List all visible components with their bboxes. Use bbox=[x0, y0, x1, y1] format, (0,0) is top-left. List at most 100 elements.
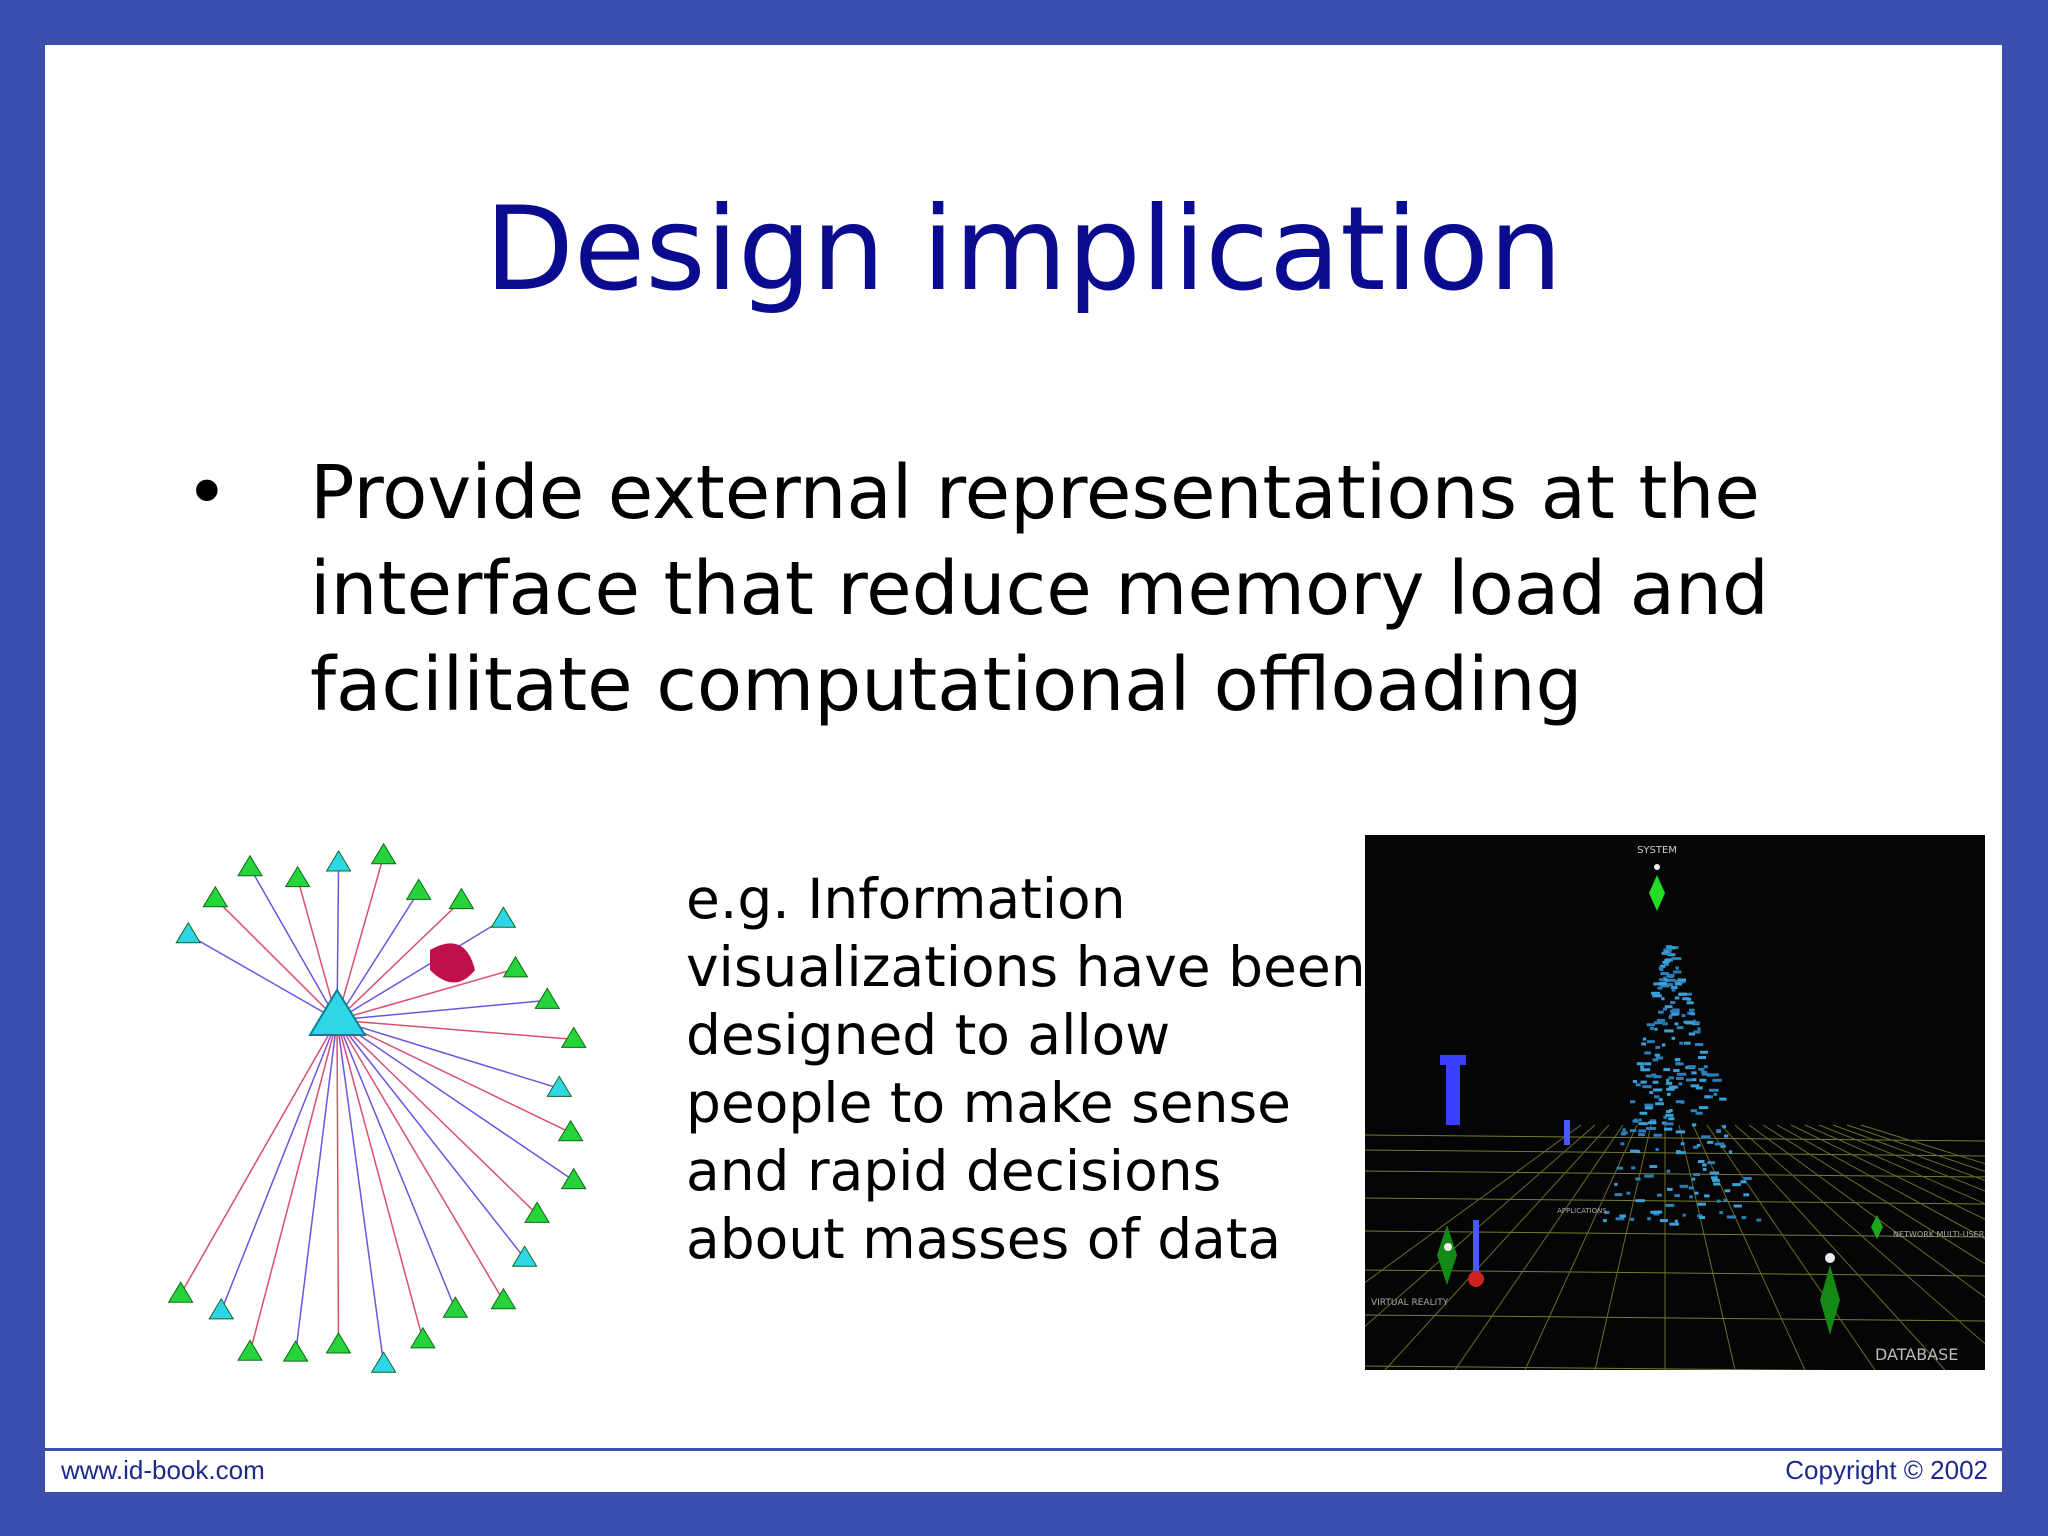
data-point bbox=[1720, 1144, 1726, 1148]
green-marker-icon bbox=[1437, 1225, 1457, 1285]
data-point bbox=[1697, 1202, 1706, 1206]
data-point bbox=[1696, 1143, 1701, 1147]
data-point bbox=[1664, 983, 1674, 987]
data-point bbox=[1714, 1142, 1725, 1146]
network-edge bbox=[249, 1019, 338, 1353]
data-point bbox=[1652, 1058, 1659, 1062]
data-point bbox=[1676, 1026, 1684, 1030]
grid-line bbox=[1365, 1365, 1831, 1370]
data-point bbox=[1665, 1203, 1675, 1207]
data-point bbox=[1693, 1030, 1701, 1034]
data-point bbox=[1646, 1126, 1656, 1130]
data-point bbox=[1653, 1075, 1662, 1079]
data-point bbox=[1716, 1199, 1721, 1203]
data-point bbox=[1668, 1085, 1678, 1089]
data-point bbox=[1668, 1076, 1674, 1080]
network-node bbox=[448, 887, 475, 910]
data-point bbox=[1653, 1088, 1663, 1092]
label-applications: APPLICATIONS bbox=[1557, 1207, 1607, 1215]
network-nodes bbox=[167, 842, 587, 1373]
network-node bbox=[282, 1340, 309, 1362]
green-marker-icon bbox=[1871, 1215, 1883, 1239]
data-point bbox=[1662, 960, 1669, 964]
grid-line bbox=[1846, 1124, 1985, 1172]
data-point bbox=[1661, 1121, 1668, 1125]
data-point bbox=[1664, 950, 1669, 954]
network-node bbox=[502, 955, 529, 978]
data-point bbox=[1706, 1140, 1714, 1144]
data-point bbox=[1679, 1184, 1689, 1188]
data-point bbox=[1664, 1127, 1673, 1131]
data-point bbox=[1708, 1088, 1719, 1092]
data-point bbox=[1675, 1076, 1684, 1080]
data-point bbox=[1690, 1109, 1698, 1113]
data-point bbox=[1666, 1078, 1670, 1082]
grid-line bbox=[1748, 1124, 1985, 1298]
network-node bbox=[490, 1287, 517, 1310]
data-point bbox=[1709, 1171, 1720, 1175]
data-point bbox=[1691, 1123, 1697, 1127]
blue-pillar-icon bbox=[1473, 1220, 1479, 1278]
data-point bbox=[1681, 1014, 1686, 1018]
network-edge bbox=[336, 1019, 575, 1182]
data-point bbox=[1719, 1097, 1727, 1101]
data-point bbox=[1663, 976, 1667, 980]
data-point bbox=[1668, 1117, 1675, 1121]
white-node-icon bbox=[1654, 864, 1660, 870]
data-point bbox=[1675, 1061, 1681, 1065]
data-point bbox=[1671, 988, 1676, 992]
data-point bbox=[1629, 1129, 1637, 1133]
data-point bbox=[1695, 1086, 1703, 1090]
grid-line bbox=[1365, 1149, 1985, 1157]
grid-line bbox=[1365, 1314, 1985, 1322]
data-point bbox=[1675, 1130, 1686, 1134]
grid-line bbox=[1804, 1124, 1985, 1205]
data-point bbox=[1634, 1118, 1638, 1122]
data-point bbox=[1644, 1062, 1652, 1066]
data-point bbox=[1685, 992, 1692, 996]
network-node bbox=[237, 1339, 263, 1361]
data-point bbox=[1691, 1071, 1697, 1075]
data-point bbox=[1669, 1222, 1679, 1226]
network-edge bbox=[296, 878, 338, 1021]
network-edge bbox=[336, 918, 504, 1021]
database-3d-visualization-image: SYSTEM DATABASE VIRTUAL REALITY NETWORK … bbox=[1365, 835, 1985, 1370]
data-point bbox=[1673, 970, 1682, 974]
data-point bbox=[1638, 1118, 1642, 1122]
grid-line bbox=[1365, 1269, 1985, 1277]
data-point bbox=[1656, 1018, 1666, 1022]
data-point bbox=[1658, 1010, 1664, 1014]
data-point bbox=[1642, 1037, 1647, 1041]
network-edge bbox=[180, 1019, 338, 1295]
data-point bbox=[1638, 1129, 1646, 1133]
data-point bbox=[1675, 966, 1679, 970]
data-point bbox=[1689, 1195, 1693, 1199]
data-point bbox=[1694, 1191, 1699, 1195]
data-point bbox=[1640, 1068, 1651, 1072]
data-point bbox=[1635, 1199, 1645, 1203]
data-point bbox=[1671, 1036, 1676, 1040]
data-point bbox=[1724, 1189, 1731, 1193]
data-point bbox=[1616, 1166, 1623, 1170]
example-caption: e.g. Information visualizations have bee… bbox=[686, 867, 1366, 1271]
data-point bbox=[1654, 1053, 1660, 1057]
data-point bbox=[1690, 1012, 1695, 1016]
data-point bbox=[1649, 1165, 1658, 1169]
grid-line bbox=[1762, 1124, 1985, 1265]
data-point bbox=[1699, 1078, 1707, 1082]
grid-line bbox=[1365, 1124, 1596, 1327]
blue-pillar-icon bbox=[1564, 1120, 1570, 1145]
data-point bbox=[1659, 1219, 1668, 1223]
data-point bbox=[1722, 1125, 1727, 1129]
grid-line bbox=[1692, 1124, 1806, 1370]
data-point bbox=[1665, 1113, 1674, 1117]
data-point bbox=[1640, 1080, 1647, 1084]
label-database: DATABASE bbox=[1875, 1345, 1958, 1364]
blue-pillar-icon bbox=[1446, 1060, 1460, 1125]
data-point bbox=[1614, 1182, 1618, 1186]
network-edge bbox=[336, 1019, 560, 1090]
data-point bbox=[1604, 1210, 1610, 1214]
data-point bbox=[1693, 1173, 1701, 1177]
grid-line bbox=[1365, 1170, 1985, 1178]
data-point bbox=[1630, 1149, 1639, 1153]
